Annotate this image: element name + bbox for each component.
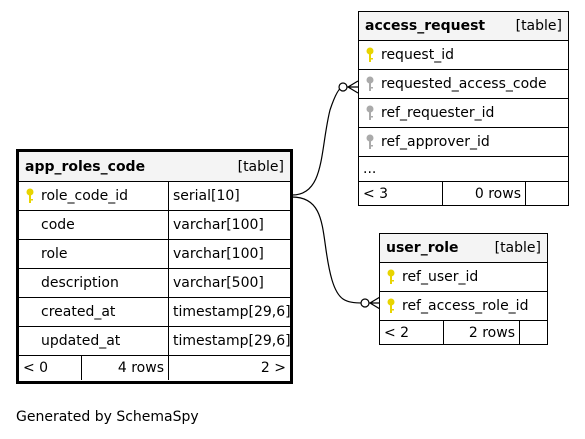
table-name: access_request [365, 18, 486, 34]
table-header: user_role [table] [380, 234, 547, 263]
column-name: request_id [381, 47, 454, 63]
crows-foot-icon [346, 80, 359, 94]
edge-app-roles-code-to-user-role [291, 196, 364, 304]
foreign-key-icon [359, 76, 381, 92]
column-row[interactable]: updated_at timestamp[29,6] [19, 327, 290, 356]
column-row[interactable]: ref_access_role_id [380, 292, 547, 321]
primary-key-icon [380, 298, 402, 314]
table-type: [table] [237, 158, 284, 175]
column-row[interactable]: requested_access_code [359, 70, 568, 99]
column-name: updated_at [41, 333, 121, 349]
column-row[interactable]: ref_approver_id [359, 128, 568, 157]
footer-row-count: 0 rows [442, 182, 525, 206]
more-columns-row: ... [359, 157, 568, 182]
column-row[interactable]: ref_requester_id [359, 99, 568, 128]
column-row[interactable]: created_at timestamp[29,6] [19, 298, 290, 327]
column-row[interactable]: description varchar[500] [19, 269, 290, 298]
column-type: timestamp[29,6] [168, 298, 290, 326]
column-name: created_at [41, 304, 116, 320]
column-name: code [41, 217, 75, 233]
column-type: varchar[100] [168, 240, 290, 268]
footer-parents: < 2 [384, 324, 410, 341]
column-name: role [41, 246, 68, 262]
column-type: serial[10] [168, 182, 290, 210]
column-type: varchar[100] [168, 211, 290, 239]
column-row[interactable]: role varchar[100] [19, 240, 290, 269]
footer-parents: < 0 [23, 360, 49, 376]
table-footer: < 0 4 rows 2 > [19, 356, 290, 380]
footer-parents: < 3 [363, 186, 389, 202]
foreign-key-icon [359, 105, 381, 121]
table-type: [table] [494, 240, 541, 256]
footer-row-count: 4 rows [81, 356, 168, 380]
primary-key-icon [19, 188, 41, 204]
column-row[interactable]: code varchar[100] [19, 211, 290, 240]
table-footer: < 2 2 rows [380, 321, 547, 344]
footer-children: 2 > [168, 356, 290, 380]
table-user-role[interactable]: user_role [table] ref_user_id ref_access… [379, 233, 548, 345]
edge-endpoint-circle [338, 82, 348, 92]
column-row[interactable]: role_code_id serial[10] [19, 182, 290, 211]
foreign-key-icon [359, 134, 381, 150]
column-name: ref_approver_id [381, 134, 490, 150]
column-type: timestamp[29,6] [168, 327, 290, 355]
table-header: app_roles_code [table] [19, 152, 290, 182]
primary-key-icon [359, 47, 381, 63]
table-access-request[interactable]: access_request [table] request_id reques… [358, 11, 569, 206]
ellipsis-text: ... [363, 161, 377, 177]
footer-children [525, 182, 568, 206]
column-name: ref_user_id [402, 269, 479, 285]
column-type: varchar[500] [168, 269, 290, 297]
table-name: app_roles_code [25, 158, 146, 175]
footer-row-count: 2 rows [443, 321, 519, 344]
column-row[interactable]: request_id [359, 41, 568, 70]
generated-by-note: Generated by SchemaSpy [16, 409, 199, 425]
table-footer: < 3 0 rows [359, 182, 568, 206]
column-name: role_code_id [41, 188, 129, 204]
table-header: access_request [table] [359, 12, 568, 41]
edge-endpoint-circle [360, 298, 370, 308]
table-type: [table] [515, 18, 562, 34]
edge-app-roles-code-to-access-request [291, 86, 344, 196]
column-name: requested_access_code [381, 76, 547, 92]
primary-key-icon [380, 269, 402, 285]
table-app-roles-code[interactable]: app_roles_code [table] role_code_id seri… [16, 149, 293, 384]
column-row[interactable]: ref_user_id [380, 263, 547, 292]
column-name: ref_requester_id [381, 105, 495, 121]
table-name: user_role [386, 240, 459, 256]
footer-children [519, 321, 547, 344]
column-name: description [41, 275, 119, 291]
column-name: ref_access_role_id [402, 298, 529, 314]
